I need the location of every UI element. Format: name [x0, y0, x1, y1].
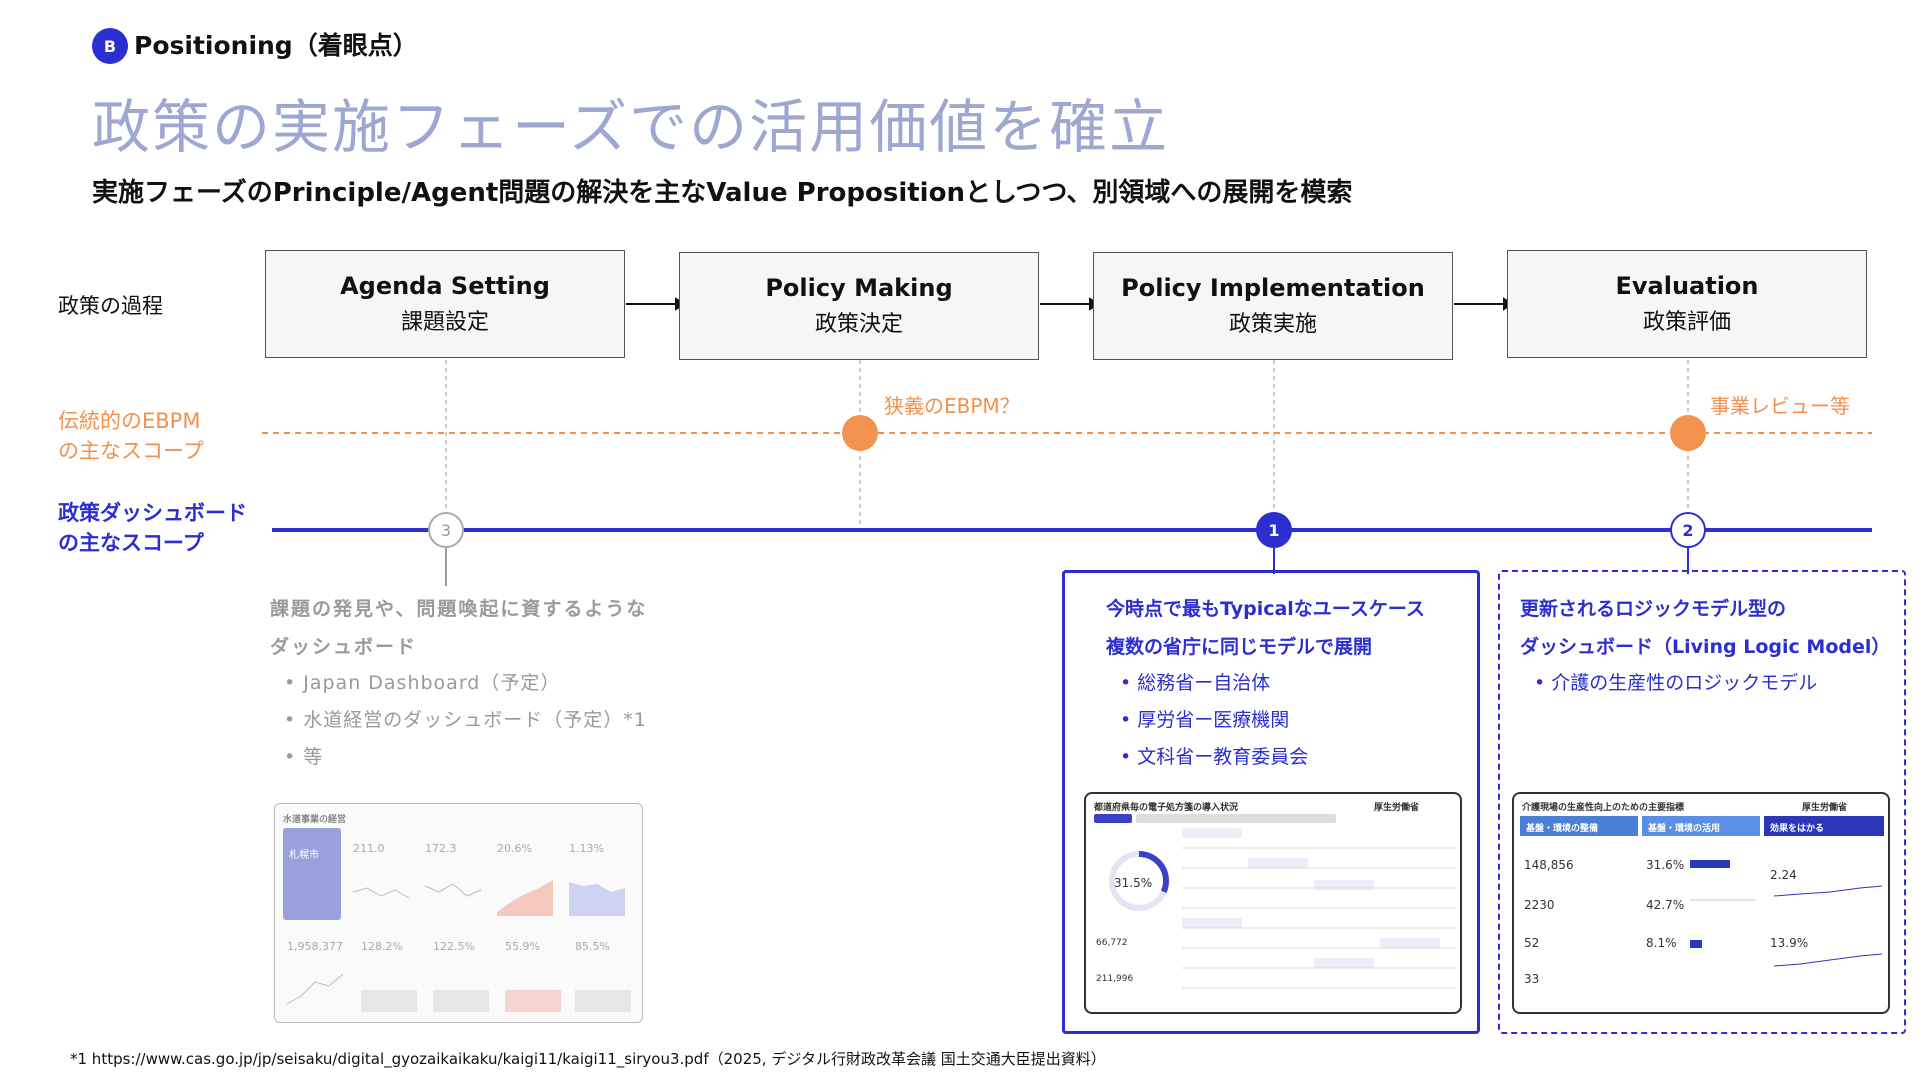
page-subtitle: 実施フェーズのPrinciple/Agent問題の解決を主なValue Prop…	[92, 178, 1353, 208]
card1-bullet-2: • 厚労省ー医療機関	[1120, 709, 1290, 731]
note-narrow-ebpm: 狭義のEBPM？	[884, 394, 1020, 418]
care-mini-charts	[1690, 860, 1883, 967]
water-dashboard-thumbnail: 水道事業の経営 札幌市 211.0 172.3 20.6% 1.13% 1,95…	[274, 803, 643, 1023]
prescription-dashboard-thumbnail: 都道府県毎の電子処方箋の導入状況 厚生労働省 31.5% 66,772 211,…	[1084, 792, 1462, 1014]
marker-3: 3	[428, 512, 464, 548]
card1-bullet-3: • 文科省ー教育委員会	[1120, 746, 1309, 768]
grey-bullet-2: • 水道経営のダッシュボード（予定）*1	[284, 709, 647, 731]
section-label: Positioning（着眼点）	[134, 31, 418, 60]
card2-bullet-1: • 介護の生産性のロジックモデル	[1534, 672, 1818, 694]
usecase-card-evaluation	[1498, 570, 1906, 1034]
care-dashboard-thumbnail: 介護現場の生産性向上のための主要指標 厚生労働省 基盤・環境の整備 基盤・環境の…	[1512, 792, 1890, 1014]
grey-bullet-3: • 等	[284, 746, 324, 768]
prescription-table-grid	[1182, 828, 1456, 989]
ebpm-dot-evaluation	[1670, 415, 1706, 451]
prescription-donut	[1109, 851, 1169, 911]
card2-line-1: 更新されるロジックモデル型の	[1520, 598, 1787, 620]
grey-bullet-1: • Japan Dashboard（予定）	[284, 672, 561, 694]
page-title: 政策の実施フェーズでの活用価値を確立	[92, 93, 1170, 161]
card1-line-2: 複数の省庁に同じモデルで展開	[1106, 636, 1373, 658]
card2-line-2: ダッシュボード（Living Logic Model）	[1520, 636, 1891, 658]
marker-1: 1	[1256, 512, 1292, 548]
card1-bullet-1: • 総務省ー自治体	[1120, 672, 1271, 694]
marker-2: 2	[1670, 512, 1706, 548]
footnote: *1 https://www.cas.go.jp/jp/seisaku/digi…	[70, 1050, 1106, 1068]
ebpm-dot-policy-making	[842, 415, 878, 451]
donut-value: 31.5%	[1114, 876, 1153, 890]
mhlw-logo-2: 厚生労働省	[1802, 803, 1848, 813]
usecase-card-implementation	[1062, 570, 1480, 1034]
card1-line-1: 今時点で最もTypicalなユースケース	[1106, 598, 1425, 620]
note-project-review: 事業レビュー等	[1710, 394, 1850, 418]
mhlw-logo: 厚生労働省	[1374, 803, 1420, 813]
row-label-dashboard: 政策ダッシュボードの主なスコープ	[58, 501, 247, 555]
row-label-process: 政策の過程	[58, 294, 163, 318]
section-badge: B	[92, 28, 128, 64]
grey-line-1: 課題の発見や、問題喚起に資するような	[270, 598, 648, 620]
grey-line-2: ダッシュボード	[270, 636, 418, 658]
